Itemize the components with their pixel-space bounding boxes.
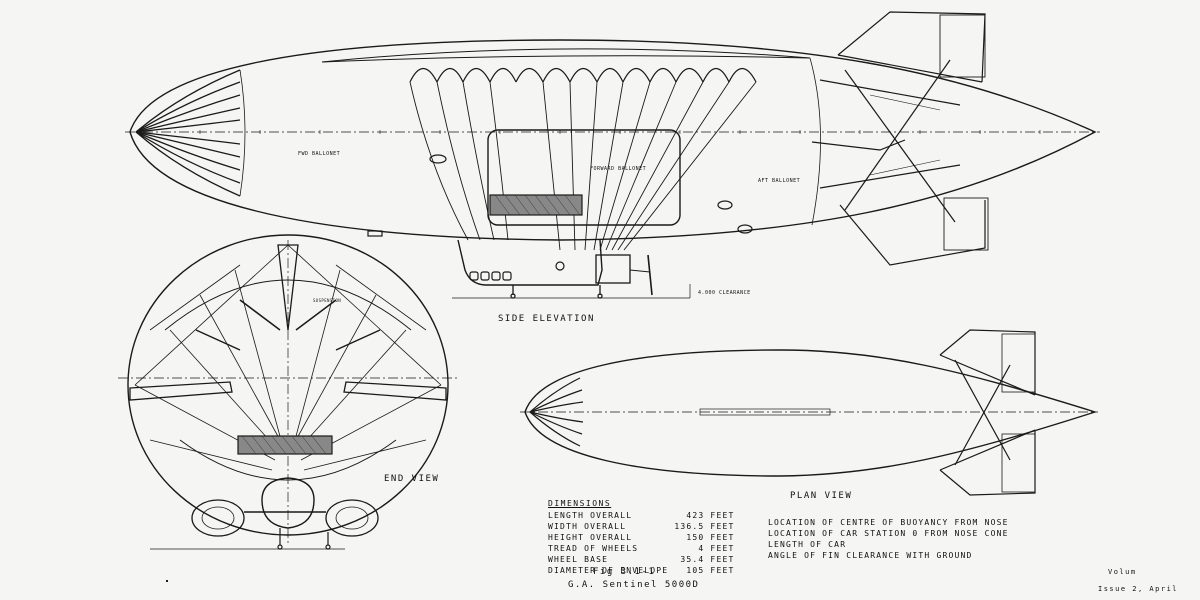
dimension-row: LENGTH OVERALL 423 FEET [548,510,759,521]
end-ballonet-arc-low [179,439,397,481]
side-elevation-view [125,11,1100,299]
fin-details [869,94,941,176]
end-left-fin [129,381,233,401]
aft-ballonet-label: AFT BALLONET [758,178,801,184]
end-payload-hatch [241,435,327,455]
end-engine-left [191,499,245,537]
forward-ballonet-frame [487,129,681,226]
nose-battens [135,69,241,197]
plan-view [520,329,1098,496]
side-elevation-label: SIDE ELEVATION [498,314,595,324]
dimension-label: HEIGHT OVERALL [548,533,633,542]
end-view [118,234,460,550]
dimension-label: TREAD OF WHEELS [548,544,639,553]
gondola-windows [469,261,565,281]
plan-envelope-outline [524,349,1098,477]
dimension-row: HEIGHT OVERALL 150 FEET [548,532,759,543]
figure-number: Fig 3.1-1 [593,567,656,577]
dimension-value: 4 FEET [698,544,735,553]
end-gondola [261,477,315,529]
dimension-value: 136.5 FEET [674,522,735,531]
catenary-scallops [409,67,757,83]
side-tail-fins [811,11,989,266]
plan-view-label: PLAN VIEW [790,491,853,501]
extra-line: LOCATION OF CAR STATION 0 FROM NOSE CONE [768,529,1009,538]
gondola-car [457,239,603,286]
end-inner-struts [195,299,381,351]
propeller [647,254,653,296]
dimensions-title: DIMENSIONS [548,499,612,508]
dimension-row: WHEEL BASE 35.4 FEET [548,554,759,565]
extra-line: ANGLE OF FIN CLEARANCE WITH GROUND [768,551,973,560]
ballonet-divider-fwd [239,69,246,197]
dimension-value: 105 FEET [686,566,735,575]
station-ticks [199,130,1041,134]
dimensions-extra: LOCATION OF CENTRE OF BUOYANCY FROM NOSE… [768,517,1009,561]
extra-line: LOCATION OF CENTRE OF BUOYANCY FROM NOSE [768,518,1009,527]
dimension-value: 150 FEET [686,533,735,542]
engine-pod [595,254,631,284]
forward-ballonet-label: FORWARD BALLONET [590,166,647,172]
end-view-label: END VIEW [384,474,440,484]
ballonet-divider-aft [809,57,821,226]
plan-nose-battens [529,377,584,447]
plan-tail-fins [939,329,1036,496]
dimension-value: 423 FEET [686,511,735,520]
envelope-fittings [367,154,753,237]
volume-label: Volum [1108,568,1137,576]
dimension-label: DIAMETER OF ENVELOPE [548,566,669,575]
dimension-row: DIAMETER OF ENVELOPE 105 FEET [548,565,759,576]
landing-gear [510,285,603,299]
end-engine-right [325,499,379,537]
extra-line: LENGTH OF CAR [768,540,847,549]
end-right-fin [343,381,447,401]
end-ballonet-arc [164,279,412,331]
payload-block [489,194,583,216]
side-envelope-outline [129,39,1097,241]
figure-title: G.A. Sentinel 5000D [568,580,700,590]
drive-shaft [629,269,651,273]
end-suspension-fan [134,244,442,471]
dimension-value: 35.4 FEET [680,555,735,564]
dimension-label: WIDTH OVERALL [548,522,627,531]
catenary-curtain-top [321,48,811,63]
suspension-cables [409,81,757,251]
fwd-ballonet-label: FWD BALLONET [298,151,341,157]
dimensions-table: LENGTH OVERALL 423 FEET WIDTH OVERALL 136.… [548,510,759,576]
clearance-label: 4.000 CLEARANCE [698,290,751,296]
suspension-label: SUSPENSION [313,298,342,303]
end-payload-block [237,435,333,455]
catenary-curtain-band [321,55,811,63]
issue-label: Issue 2, April [1098,585,1179,593]
dimension-label: WHEEL BASE [548,555,609,564]
dimension-row: WIDTH OVERALL 136.5 FEET [548,521,759,532]
dimension-label: LENGTH OVERALL [548,511,633,520]
payload-hatch [494,194,581,216]
plan-axis-band [699,408,831,416]
dimension-row: TREAD OF WHEELS 4 FEET [548,543,759,554]
